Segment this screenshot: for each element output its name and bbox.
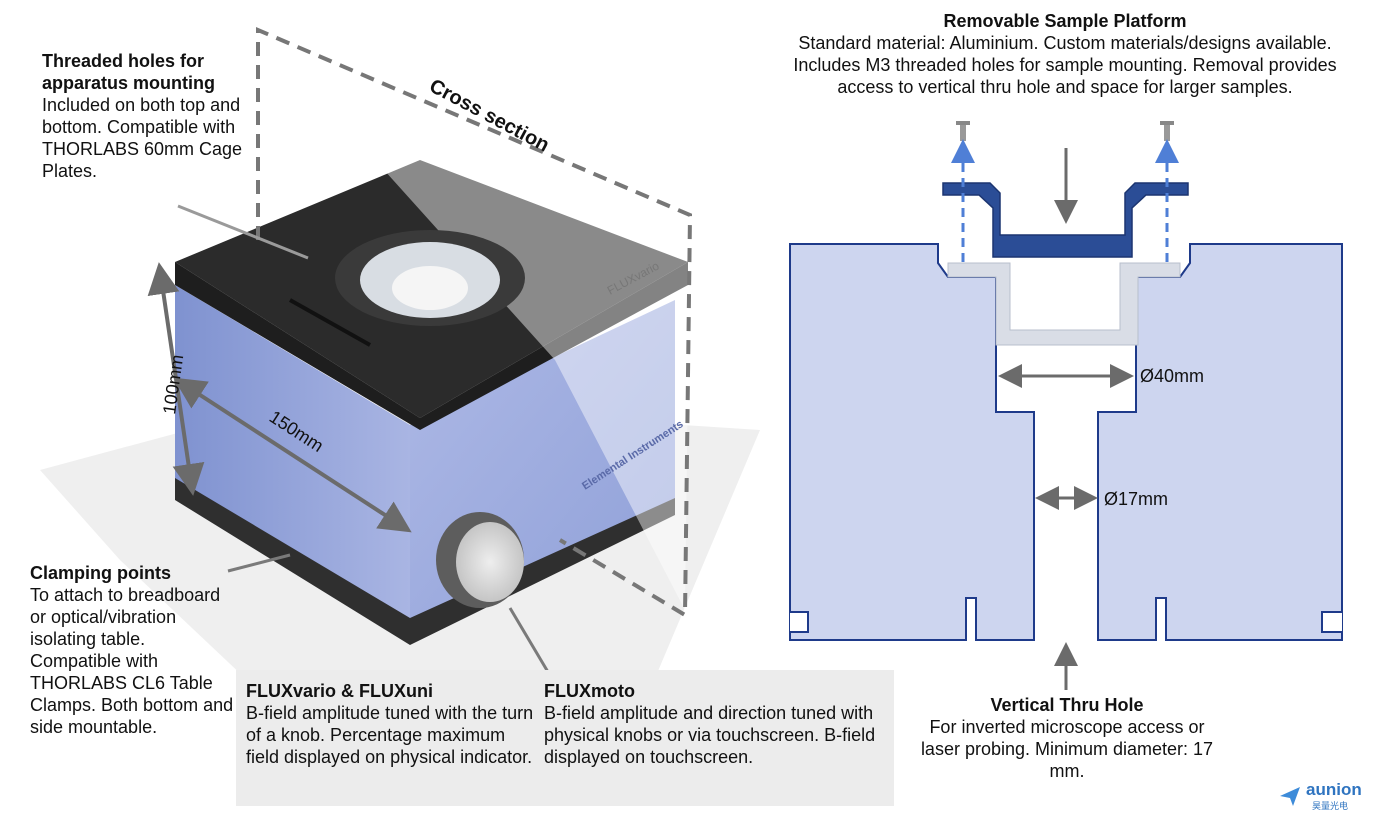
diameter-17-label: Ø17mm <box>1104 489 1169 509</box>
right-housing-block <box>1097 243 1343 641</box>
clamping-leader <box>227 553 291 573</box>
device-bottom-band <box>175 478 675 645</box>
thru-hole-body: For inverted microscope access or laser … <box>920 717 1214 781</box>
right-notch <box>1321 611 1342 633</box>
threaded-holes-title: Threaded holes for apparatus mounting <box>42 51 216 93</box>
thru-hole-note: Vertical Thru Hole For inverted microsco… <box>912 694 1222 782</box>
cross-section-overlay <box>258 30 690 610</box>
threaded-leader <box>177 204 309 260</box>
left-notch <box>790 611 809 633</box>
aunion-logo: aunion 昊量光电 <box>1278 780 1378 812</box>
platform-title: Removable Sample Platform <box>943 11 1187 31</box>
logo-subtitle: 昊量光电 <box>1312 801 1349 811</box>
sample-port-inner <box>392 266 468 310</box>
platform-body: Standard material: Aluminium. Custom mat… <box>793 33 1337 97</box>
left-housing-block <box>789 243 1035 641</box>
paper-plane-icon <box>1280 787 1300 806</box>
left-screw-icon <box>956 121 970 141</box>
moto-note: FLUXmoto B-field amplitude and direction… <box>544 680 889 768</box>
diameter-40-label: Ø40mm <box>1140 366 1205 386</box>
cross-section-schematic <box>789 121 1343 690</box>
cross-section-outline <box>256 26 693 619</box>
threaded-holes-note: Threaded holes for apparatus mounting In… <box>42 50 252 182</box>
logo-brand: aunion <box>1306 780 1362 799</box>
sample-platform <box>942 182 1189 258</box>
adjustment-knob <box>436 512 524 608</box>
vario-title: FLUXvario & FLUXuni <box>246 681 434 701</box>
top-slot <box>289 298 371 347</box>
right-screw-icon <box>1160 121 1174 141</box>
platform-seat <box>947 262 1181 346</box>
clamping-points-body: To attach to breadboard or optical/vibra… <box>30 585 234 737</box>
moto-title: FLUXmoto <box>544 681 635 701</box>
moto-body: B-field amplitude and direction tuned wi… <box>544 703 876 767</box>
vario-note: FLUXvario & FLUXuni B-field amplitude tu… <box>246 680 536 768</box>
platform-note: Removable Sample Platform Standard mater… <box>782 10 1348 98</box>
moto-leader <box>508 607 550 673</box>
thru-hole-title: Vertical Thru Hole <box>990 695 1144 715</box>
models-panel <box>236 670 894 806</box>
vario-body: B-field amplitude tuned with the turn of… <box>246 703 534 767</box>
threaded-holes-body: Included on both top and bottom. Compati… <box>42 95 243 181</box>
clamping-points-title: Clamping points <box>30 563 171 583</box>
clamping-points-note: Clamping points To attach to breadboard … <box>30 562 240 738</box>
width-dimension-arrow <box>173 377 412 533</box>
device-illustration <box>40 26 760 730</box>
